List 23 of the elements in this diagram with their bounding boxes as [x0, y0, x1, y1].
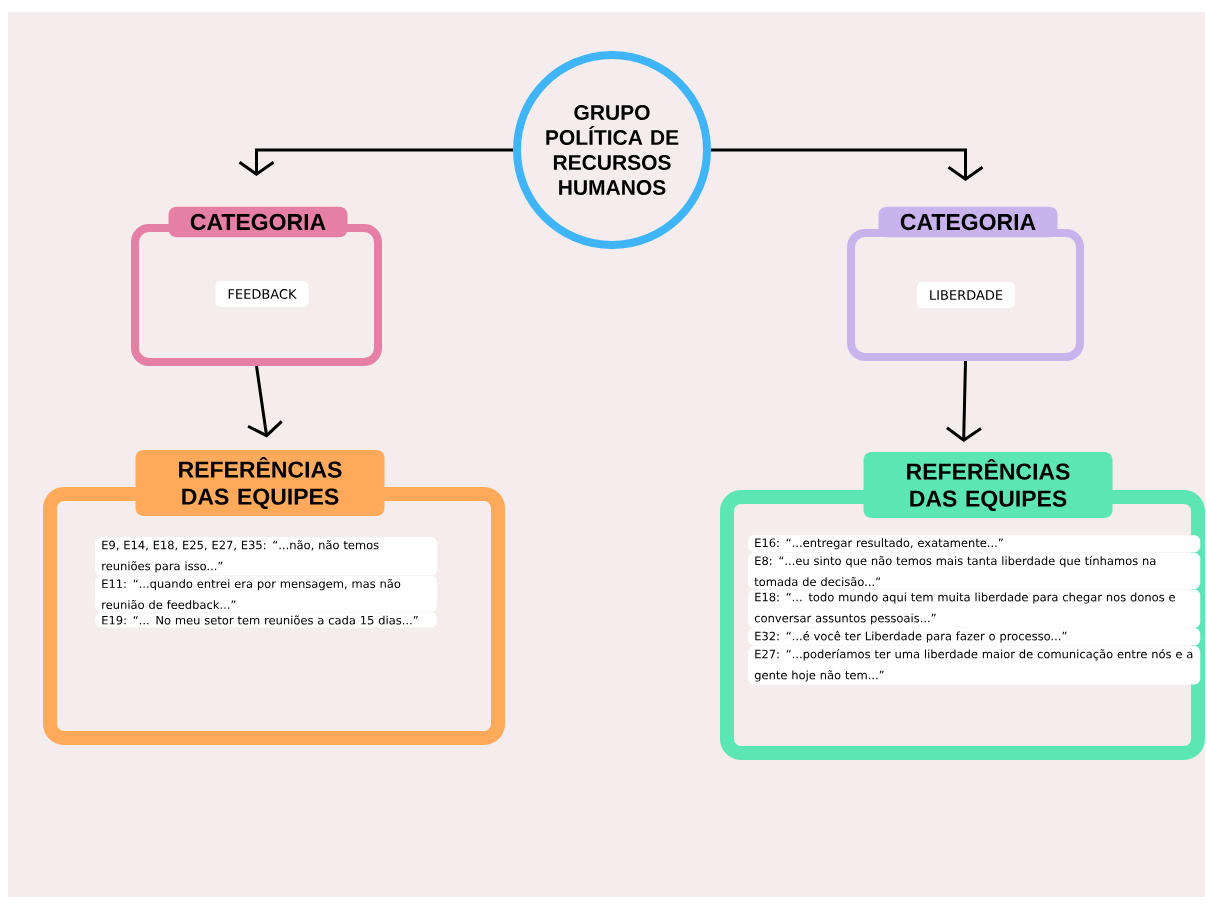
category-card	[131, 206, 382, 366]
heading-tab: REFERÊNCIAS DAS EQUIPES	[135, 449, 385, 517]
category-card	[847, 206, 1084, 361]
label-chip: LIBERDADE	[916, 282, 1016, 308]
heading-tab: REFERÊNCIAS DAS EQUIPES	[863, 451, 1113, 519]
heading-tab: CATEGORIA	[168, 206, 348, 238]
circle-node: GRUPO POLÍTICA DE RECURSOS HUMANOS	[513, 51, 711, 249]
category-card	[720, 451, 1205, 760]
category-card	[43, 449, 505, 745]
quote-text: E27: “...poderíamos ter uma liberdade maior de comunicação entre nós e a gente hoje não tem...”	[748, 646, 1201, 685]
quote-text: E11: “...quando entrei era por mensagem, mas não reunião de feedback...”	[95, 575, 438, 613]
quote-text: E32: “...é você ter Liberdade para fazer o processo...”	[748, 628, 1201, 646]
quote-text: E8: “...eu sinto que não temos mais tanta liberdade que tínhamos na tomada de decisão...”	[748, 552, 1201, 590]
arrow	[711, 148, 984, 181]
quote-text: E18: “... todo mundo aqui tem muita liberdade para chegar nos donos e conversar assuntos pessoais...”	[748, 589, 1201, 628]
arrow	[946, 360, 982, 443]
quote-text: E19: “... No meu setor tem reuniões a cada 15 dias...”	[95, 612, 438, 628]
heading-tab: CATEGORIA	[878, 206, 1058, 238]
quote-text: E16: “...entregar resultado, exatamente...”	[748, 535, 1201, 553]
label-chip: FEEDBACK	[215, 281, 309, 307]
arrow	[238, 148, 513, 176]
arrow	[247, 365, 283, 438]
quote-text: E9, E14, E18, E25, E27, E35: “...não, não temos reuniões para isso...”	[95, 537, 438, 576]
